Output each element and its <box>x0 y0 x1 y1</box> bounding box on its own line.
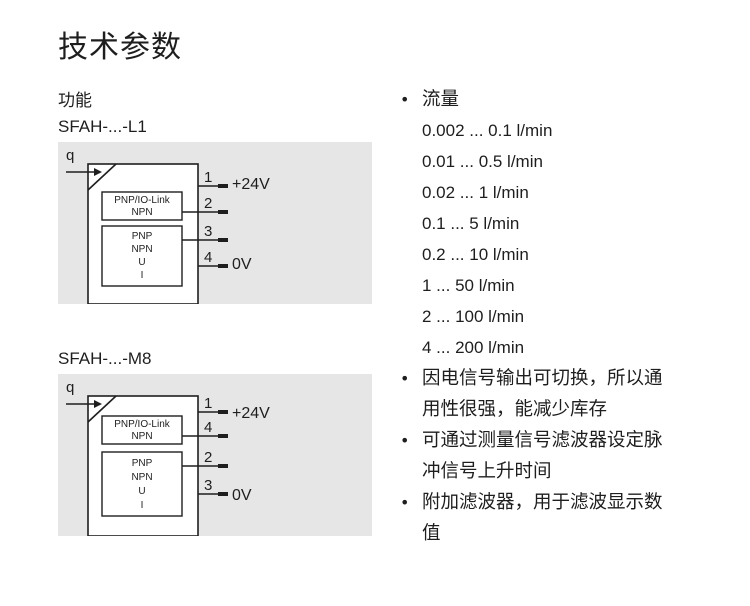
model-l1-label: SFAH-...-L1 <box>58 117 147 136</box>
wiring-diagram-l1: q PNP/IO-Link NPN PNP NPN U I 1 +24V 2 3 <box>58 142 372 304</box>
voltage-zero-label: 0V <box>232 487 252 504</box>
svg-text:2: 2 <box>204 195 212 212</box>
bullet-icon: • <box>400 493 410 512</box>
box2-line3: U <box>138 257 145 268</box>
feature-bullet: • 附加滤波器，用于滤波显示数 值 <box>398 487 728 549</box>
page-title: 技术参数 <box>58 30 182 65</box>
wiring-diagram-m8: q PNP/IO-Link NPN PNP NPN U I 1 +24V 4 2 <box>58 374 372 536</box>
pin-3: 3 <box>198 477 228 496</box>
pin-4: 4 <box>182 419 228 438</box>
box2-line2: NPN <box>131 244 152 255</box>
wiring-diagram-l1-svg: q PNP/IO-Link NPN PNP NPN U I 1 +24V 2 3 <box>58 142 372 304</box>
spec-list: • 流量 0.002 ... 0.1 l/min 0.01 ... 0.5 l/… <box>398 84 728 549</box>
flow-range-list: 0.002 ... 0.1 l/min 0.01 ... 0.5 l/min 0… <box>398 115 728 363</box>
q-symbol: q <box>66 379 74 396</box>
wiring-diagram-m8-svg: q PNP/IO-Link NPN PNP NPN U I 1 +24V 4 2 <box>58 374 372 536</box>
bullet-icon: • <box>400 369 410 388</box>
sensor-diagonal <box>87 163 117 191</box>
bullet-icon: • <box>400 431 410 450</box>
box2-line3: U <box>138 486 145 497</box>
flow-range-item: 0.1 ... 5 l/min <box>422 214 520 233</box>
sensor-diagonal <box>87 395 117 423</box>
box2-line4: I <box>141 500 144 511</box>
flow-range-item: 4 ... 200 l/min <box>422 338 525 357</box>
svg-text:3: 3 <box>204 223 212 240</box>
q-arrow-head <box>94 168 102 176</box>
flow-range-item: 0.02 ... 1 l/min <box>422 183 529 202</box>
voltage-plus-label: +24V <box>232 176 270 193</box>
output-box-analog <box>101 225 183 287</box>
flow-range-item: 0.002 ... 0.1 l/min <box>422 121 553 140</box>
flow-range-item: 2 ... 100 l/min <box>422 307 525 326</box>
feature-bullet: • 可通过测量信号滤波器设定脉 冲信号上升时间 <box>398 425 728 487</box>
flow-heading-row: • 流量 <box>398 84 728 115</box>
feature-line: 因电信号输出可切换，所以通 <box>422 368 663 389</box>
pin-4: 4 <box>198 249 228 268</box>
flow-range-item: 0.01 ... 0.5 l/min <box>422 152 543 171</box>
feature-line: 值 <box>422 523 441 544</box>
feature-line: 可通过测量信号滤波器设定脉 <box>422 430 663 451</box>
output-box-analog <box>101 451 183 517</box>
box1-line1: PNP/IO-Link <box>114 419 171 430</box>
pin-2: 2 <box>182 449 228 468</box>
svg-text:2: 2 <box>204 449 212 466</box>
box2-line2: NPN <box>131 472 152 483</box>
svg-text:1: 1 <box>204 169 212 186</box>
feature-line: 冲信号上升时间 <box>422 461 552 482</box>
feature-line: 用性很强，能减少库存 <box>422 399 608 420</box>
pin-1: 1 <box>198 169 228 188</box>
output-box-io-link <box>101 191 183 221</box>
voltage-zero-label: 0V <box>232 256 252 273</box>
box1-line2: NPN <box>131 207 152 218</box>
voltage-plus-label: +24V <box>232 405 270 422</box>
pin-1: 1 <box>198 395 228 414</box>
flow-range-item: 1 ... 50 l/min <box>422 276 515 295</box>
output-box-io-link <box>101 415 183 445</box>
bullet-icon: • <box>400 90 410 109</box>
feature-line: 附加滤波器，用于滤波显示数 <box>422 492 663 513</box>
pin-3: 3 <box>182 223 228 242</box>
svg-text:4: 4 <box>204 419 212 436</box>
box2-line1: PNP <box>132 458 153 469</box>
feature-bullet: • 因电信号输出可切换，所以通 用性很强，能减少库存 <box>398 363 728 425</box>
flow-range-item: 0.2 ... 10 l/min <box>422 245 529 264</box>
q-arrow-head <box>94 400 102 408</box>
svg-text:1: 1 <box>204 395 212 412</box>
svg-text:4: 4 <box>204 249 212 266</box>
q-symbol: q <box>66 147 74 164</box>
flow-heading: 流量 <box>422 89 460 110</box>
svg-text:3: 3 <box>204 477 212 494</box>
box1-line1: PNP/IO-Link <box>114 195 171 206</box>
pin-2: 2 <box>182 195 228 214</box>
box1-line2: NPN <box>131 431 152 442</box>
model-m8-label: SFAH-...-M8 <box>58 349 152 368</box>
box2-line1: PNP <box>132 231 153 242</box>
box2-line4: I <box>141 270 144 281</box>
function-label: 功能 <box>58 91 92 111</box>
